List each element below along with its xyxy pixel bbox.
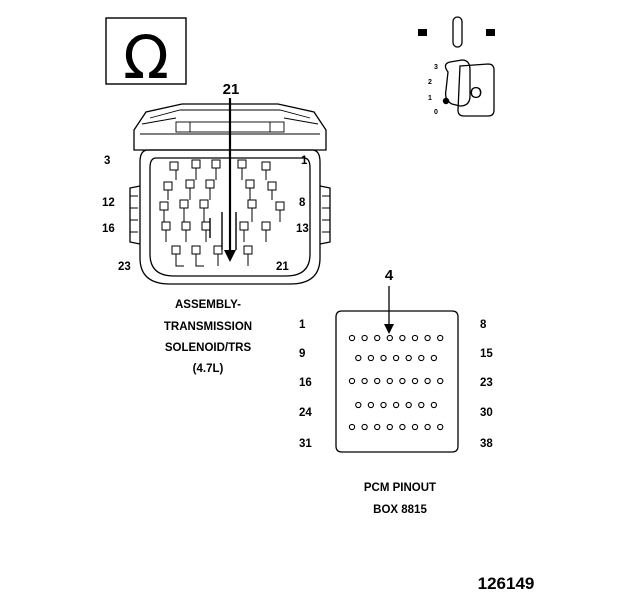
transmission-connector: 21 — [102, 81, 331, 375]
pcm-row-label-left-1: 1 — [299, 319, 306, 331]
pcm-pin — [399, 334, 406, 342]
ignition-pos-0: 0 — [434, 109, 438, 116]
pcm-row-label-right-23: 23 — [480, 377, 493, 389]
pcm-row-label-left-24: 24 — [299, 407, 312, 419]
ignition-off-marker-right — [486, 29, 495, 36]
pcm-pin — [348, 377, 356, 385]
pcm-row-labels: 1 8 9 15 16 23 24 30 31 38 — [299, 319, 493, 450]
pcm-callout-arrowhead — [384, 324, 394, 334]
pcm-pin — [392, 401, 400, 409]
connector-pin-label-21: 21 — [276, 261, 289, 273]
pcm-pin — [424, 377, 431, 385]
figure-id: 126149 — [478, 574, 535, 593]
ignition-position-dot — [442, 97, 450, 105]
pcm-row-label-left-31: 31 — [299, 438, 312, 450]
ground-symbol-frame — [105, 17, 187, 85]
pcm-pin — [405, 401, 412, 409]
connector-pin-label-8: 8 — [299, 197, 306, 209]
ignition-pos-3: 3 — [434, 64, 438, 71]
ignition-key-icon: O 3 2 1 0 — [418, 16, 495, 117]
pcm-caption-line-2: BOX 8815 — [373, 504, 427, 516]
pcm-row-label-left-16: 16 — [299, 377, 312, 389]
pcm-pin — [399, 423, 406, 431]
connector-terminals — [159, 159, 285, 267]
ground-symbol: Ω — [105, 17, 187, 93]
pcm-pin — [424, 423, 431, 431]
ground-symbol-glyph: Ω — [123, 23, 169, 93]
pcm-pin — [367, 354, 375, 362]
pcm-pin — [386, 423, 393, 431]
pcm-callout-label: 4 — [385, 267, 394, 284]
pcm-pin — [430, 354, 438, 362]
pcm-pin-grid — [348, 334, 444, 431]
pcm-pin — [386, 377, 393, 385]
pcm-pin — [418, 354, 425, 362]
pcm-pin — [405, 354, 412, 362]
pcm-pin — [437, 423, 444, 431]
pcm-pin — [380, 401, 387, 409]
connector-caption-line-1: ASSEMBLY- — [175, 299, 241, 311]
ignition-off-marker-left — [418, 29, 427, 36]
pcm-pin — [386, 334, 393, 342]
pcm-row-label-right-38: 38 — [480, 438, 493, 450]
pcm-pin — [367, 401, 375, 409]
connector-pin-label-13: 13 — [296, 223, 309, 235]
pcm-pin — [374, 377, 381, 385]
connector-callout-arrowhead — [224, 250, 236, 262]
connector-pin-label-16: 16 — [102, 223, 115, 235]
pcm-pinout: 4 1 8 9 15 16 23 24 30 31 38 PCM PINOUT … — [299, 267, 493, 516]
ignition-key-letter: O — [470, 85, 482, 102]
pcm-pin — [361, 334, 368, 342]
connector-caption-line-3: SOLENOID/TRS — [165, 342, 252, 354]
connector-caption-line-2: TRANSMISSION — [164, 321, 252, 333]
pcm-connector-outline — [335, 310, 459, 453]
pcm-pin — [418, 401, 425, 409]
pcm-pin — [411, 377, 419, 385]
connector-caption-line-4: (4.7L) — [193, 363, 224, 375]
pcm-pin — [411, 334, 419, 342]
pcm-row-label-right-8: 8 — [480, 319, 487, 331]
pcm-row-label-right-15: 15 — [480, 348, 493, 360]
connector-pin-label-12: 12 — [102, 197, 115, 209]
pcm-pin — [392, 354, 400, 362]
pcm-pin — [361, 423, 368, 431]
connector-pin-label-3: 3 — [104, 155, 110, 167]
pcm-pin — [399, 377, 406, 385]
pcm-pin — [411, 423, 419, 431]
pcm-pin — [348, 423, 356, 431]
pcm-pin — [374, 423, 381, 431]
ignition-pos-1: 1 — [428, 95, 432, 102]
pcm-pin — [355, 354, 362, 362]
pcm-pin — [348, 334, 356, 342]
connector-callout-label: 21 — [223, 81, 240, 98]
pcm-pin — [355, 401, 362, 409]
connector-pin-label-1: 1 — [301, 155, 308, 167]
pcm-pin — [374, 334, 381, 342]
pcm-pin — [437, 334, 444, 342]
connector-pin-label-23: 23 — [118, 261, 131, 273]
pcm-pin — [437, 377, 444, 385]
ignition-pos-2: 2 — [428, 79, 432, 86]
pcm-row-label-left-9: 9 — [299, 348, 305, 360]
pcm-pin — [430, 401, 438, 409]
pcm-caption-line-1: PCM PINOUT — [364, 482, 436, 494]
ignition-slot — [452, 16, 463, 48]
pcm-pin — [424, 334, 431, 342]
pcm-pin — [380, 354, 387, 362]
pcm-pin — [361, 377, 368, 385]
pcm-row-label-right-30: 30 — [480, 407, 493, 419]
